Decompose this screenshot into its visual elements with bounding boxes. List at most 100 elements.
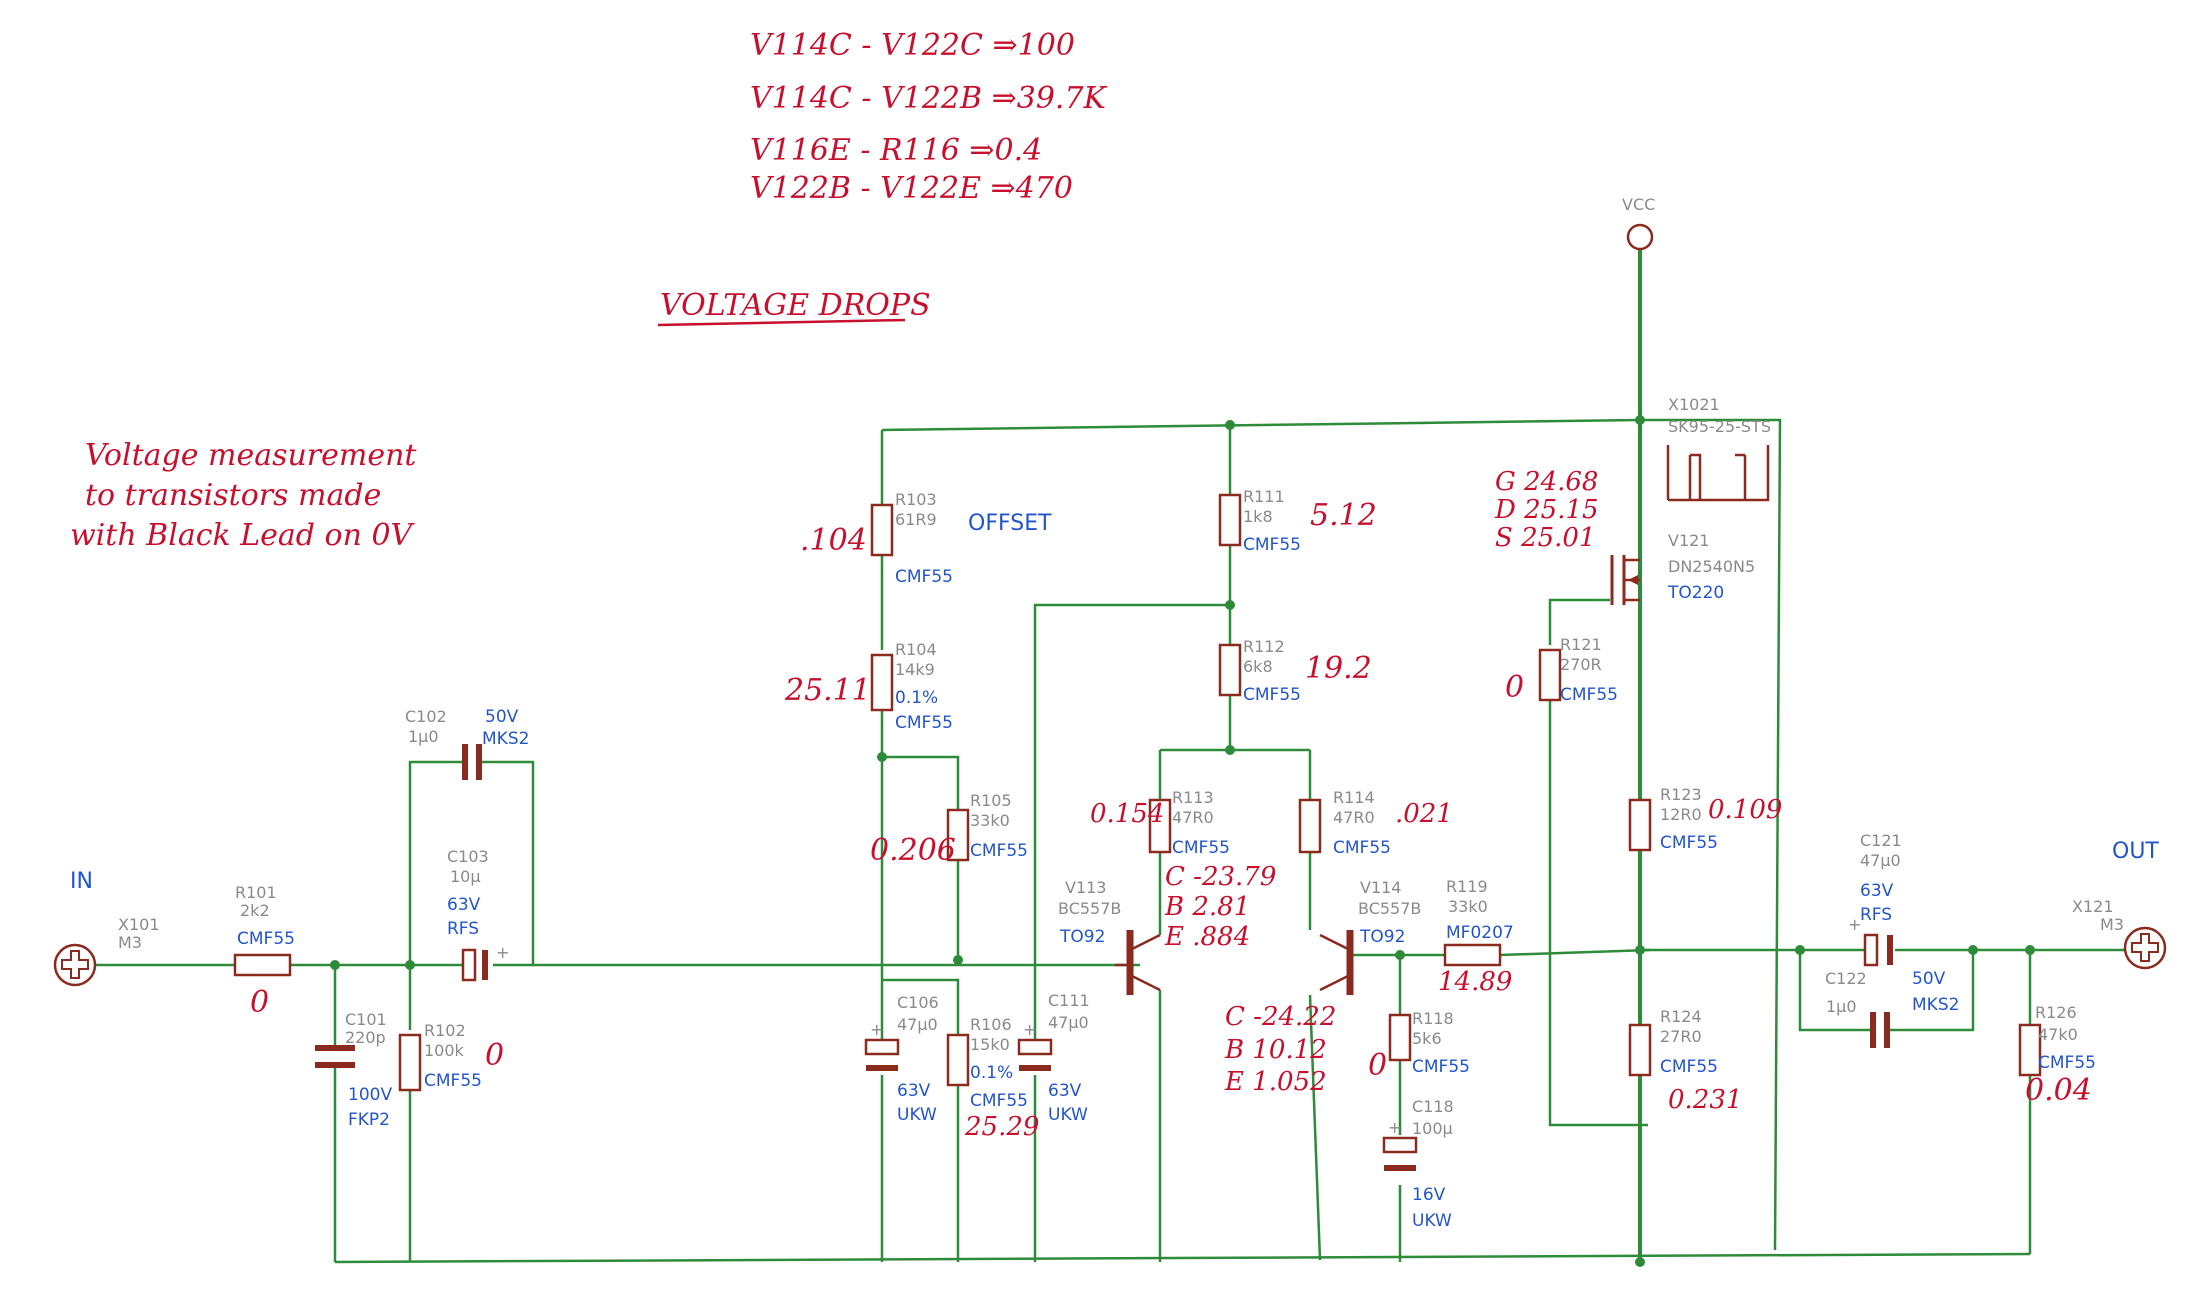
- val-R113: 47R0: [1172, 808, 1214, 827]
- type-R103: CMF55: [895, 567, 953, 587]
- type-R102: CMF55: [424, 1071, 482, 1091]
- val-R118: 5k6: [1412, 1029, 1442, 1048]
- voltage-C103: 63V: [447, 895, 481, 915]
- pin-V114-e: E 1.052: [1224, 1067, 1327, 1097]
- ref-C118: C118: [1412, 1097, 1454, 1116]
- ref-C102: C102: [405, 707, 447, 726]
- plus-C118: +: [1388, 1118, 1401, 1137]
- ref-C111: C111: [1048, 991, 1090, 1010]
- wires: [95, 250, 2125, 1264]
- ref-C122: C122: [1825, 969, 1867, 988]
- ref-R118: R118: [1412, 1009, 1454, 1028]
- note-underline: [657, 318, 906, 327]
- ref-X121: X121: [2072, 897, 2114, 916]
- pin-V114-b: B 10.12: [1224, 1035, 1327, 1065]
- ref-R103: R103: [895, 490, 937, 509]
- val-R121: 270R: [1560, 655, 1602, 674]
- note-meas1: Voltage measurement: [85, 438, 417, 473]
- type-R114: CMF55: [1333, 838, 1391, 858]
- pin-V121-g: G 24.68: [1495, 467, 1598, 497]
- meas-R119: 14.89: [1438, 967, 1512, 997]
- val-C111: 47µ0: [1048, 1013, 1089, 1032]
- ref-R101: R101: [235, 883, 277, 902]
- val-R124: 27R0: [1660, 1027, 1702, 1046]
- cap-C103-body: [461, 948, 477, 982]
- pin-V113-e: E .884: [1164, 922, 1250, 952]
- val-C101: 220p: [345, 1028, 386, 1047]
- type-C118: UKW: [1412, 1211, 1452, 1231]
- type-R105: CMF55: [970, 841, 1028, 861]
- ref-V114: V114: [1360, 878, 1401, 897]
- type-R123: CMF55: [1660, 833, 1718, 853]
- val-V113: BC557B: [1058, 899, 1121, 918]
- resistor-R123: [1628, 798, 1652, 852]
- voltage-C122: 50V: [1912, 969, 1946, 989]
- resistor-R103: [870, 503, 894, 557]
- type-R121: CMF55: [1560, 685, 1618, 705]
- type-R113: CMF55: [1172, 838, 1230, 858]
- cap-C106-body: [864, 1038, 900, 1056]
- type-C111: UKW: [1048, 1105, 1088, 1125]
- val-R101: 2k2: [240, 901, 270, 920]
- type-R106: CMF55: [970, 1091, 1028, 1111]
- ref-R114: R114: [1333, 788, 1375, 807]
- meas-R104: 25.11: [784, 673, 871, 708]
- resistor-R112: [1218, 643, 1242, 697]
- meas-R102: 0: [485, 1038, 504, 1073]
- note-eq3: V116E - R116 ⇒0.4: [750, 133, 1042, 168]
- ref-C101: C101: [345, 1010, 387, 1029]
- ref-R112: R112: [1243, 637, 1285, 656]
- type-C103: RFS: [447, 919, 479, 939]
- note-meas3: with Black Lead on 0V: [70, 518, 416, 553]
- note-eq4: V122B - V122E ⇒470: [750, 171, 1073, 206]
- resistor-R126: [2018, 1023, 2042, 1077]
- resistor-R113: [1148, 798, 1172, 854]
- val-R104: 14k9: [895, 660, 935, 679]
- heatsink-X1021: [1666, 445, 1770, 502]
- val-X121: M3: [2100, 915, 2124, 934]
- ref-V113: V113: [1065, 878, 1106, 897]
- meas-R113: 0.154: [1090, 799, 1164, 829]
- ref-R126: R126: [2035, 1003, 2077, 1022]
- voltage-C111: 63V: [1048, 1081, 1082, 1101]
- mosfet-V121: [1610, 555, 1640, 605]
- val-V121: DN2540N5: [1668, 557, 1755, 576]
- note-voltage-drops: VOLTAGE DROPS: [660, 288, 931, 323]
- resistor-R111: [1218, 493, 1242, 547]
- note-eq1: V114C - V122C ⇒100: [750, 28, 1075, 63]
- val-R106: 15k0: [970, 1035, 1010, 1054]
- type-V121: TO220: [1667, 583, 1724, 603]
- voltage-C121: 63V: [1860, 881, 1894, 901]
- val-R123: 12R0: [1660, 805, 1702, 824]
- resistor-R114: [1298, 798, 1322, 854]
- junctions: [330, 415, 2035, 1267]
- val-R126: 47k0: [2038, 1025, 2078, 1044]
- resistor-R118: [1388, 1013, 1412, 1062]
- meas-R121: 0: [1505, 670, 1524, 705]
- voltage-C118: 16V: [1412, 1185, 1446, 1205]
- resistor-R102: [398, 1033, 422, 1092]
- pin-V121-d: D 25.15: [1494, 495, 1599, 525]
- type-C106: UKW: [897, 1105, 937, 1125]
- resistor-R104: [870, 653, 894, 712]
- pin-V121-s: S 25.01: [1495, 523, 1596, 553]
- ref-C121: C121: [1860, 831, 1902, 850]
- resistor-R124: [1628, 1023, 1652, 1077]
- meas-R126: 0.04: [2025, 1073, 2092, 1108]
- meas-R101: 0: [250, 985, 269, 1020]
- resistor-R119: [1443, 943, 1502, 967]
- plus-C103: +: [496, 943, 509, 962]
- ref-R124: R124: [1660, 1007, 1702, 1026]
- resistor-R121: [1538, 648, 1562, 702]
- meas-R124: 0.231: [1668, 1085, 1742, 1115]
- label-offset: OFFSET: [968, 511, 1052, 536]
- resistor-R101: [233, 953, 292, 977]
- ref-R113: R113: [1172, 788, 1214, 807]
- voltage-C102: 50V: [485, 707, 519, 727]
- meas-R118: 0: [1368, 1048, 1387, 1083]
- val-C106: 47µ0: [897, 1015, 938, 1034]
- ref-C106: C106: [897, 993, 939, 1012]
- transistor-V114: [1319, 930, 1354, 995]
- pin-V113-c: C -23.79: [1165, 862, 1276, 892]
- meas-R114: .021: [1395, 799, 1453, 829]
